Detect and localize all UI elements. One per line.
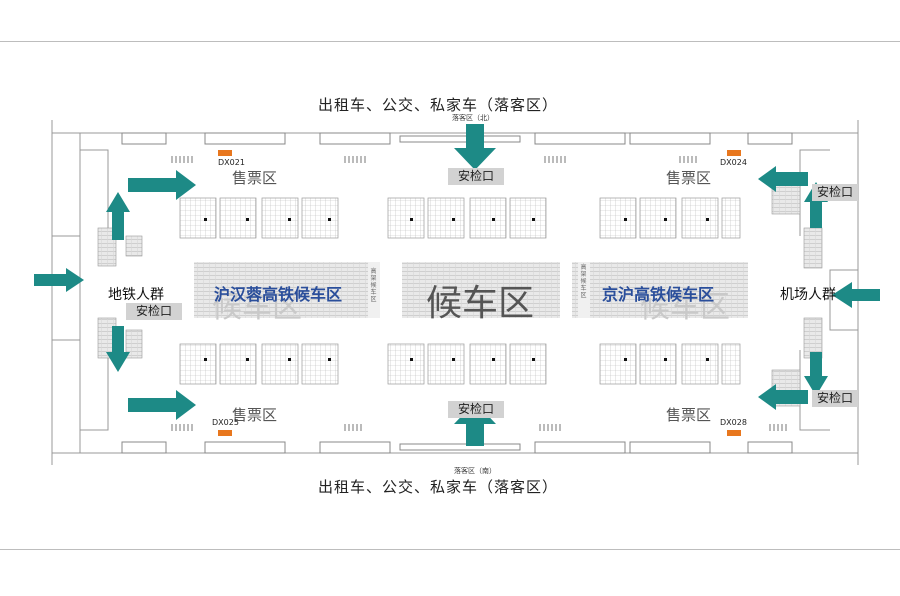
gate-ticks	[171, 156, 787, 431]
arrow-left-up	[106, 192, 130, 240]
security-check-top: 安检口	[448, 168, 504, 185]
arrow-top-down	[454, 124, 496, 170]
arrow-left-entry	[34, 268, 84, 292]
drop-off-south: 落客区（南）	[454, 467, 496, 475]
metro-crowd-label: 地铁人群	[108, 287, 164, 303]
ad-code-top-right: DX024	[720, 158, 747, 167]
arrow-nw	[128, 170, 196, 200]
security-check-right-top: 安检口	[812, 184, 858, 201]
arrow-right-entry	[832, 282, 880, 308]
ticket-area-top-left: 售票区	[232, 169, 278, 187]
ad-code-bottom-right: DX028	[720, 418, 747, 427]
waiting-floors	[194, 262, 748, 318]
seating-bottom	[179, 343, 741, 385]
ad-code-top-left: DX021	[218, 158, 245, 167]
seat-dots	[204, 218, 709, 361]
airport-crowd-label: 机场人群	[780, 287, 836, 303]
street-label-bottom: 出租车、公交、私家车（落客区）	[318, 478, 559, 496]
arrow-left-down	[106, 326, 130, 372]
arrow-ne	[758, 166, 808, 192]
elevated-zone-left: 高架候车区	[370, 268, 377, 303]
ad-markers	[218, 150, 741, 436]
ghost-zone-right: 候车区	[640, 290, 730, 325]
wall-segments	[121, 132, 793, 454]
elevated-zone-right: 高架候车区	[580, 264, 587, 299]
central-waiting-zone: 候车区	[426, 283, 535, 324]
ad-code-bottom-left: DX025	[212, 418, 239, 427]
top-divider	[0, 41, 900, 42]
arrow-right-down	[804, 352, 828, 396]
ticket-area-bottom-left: 售票区	[232, 406, 278, 424]
arrow-sw	[128, 390, 196, 420]
huhanrong-waiting-zone: 沪汉蓉高铁候车区	[214, 285, 343, 304]
security-check-left: 安检口	[126, 303, 182, 320]
bottom-divider	[0, 549, 900, 550]
arrow-se	[758, 384, 808, 410]
ticket-area-top-right: 售票区	[666, 169, 712, 187]
jinghu-waiting-zone: 京沪高铁候车区	[602, 285, 715, 304]
ghost-zone-left: 候车区	[212, 290, 302, 325]
seating-top	[179, 197, 741, 239]
ticket-area-bottom-right: 售票区	[666, 406, 712, 424]
drop-off-north: 落客区（北）	[452, 114, 494, 122]
street-label-top: 出租车、公交、私家车（落客区）	[318, 96, 559, 114]
security-check-right-bottom: 安检口	[812, 390, 858, 407]
security-check-bottom: 安检口	[448, 401, 504, 418]
